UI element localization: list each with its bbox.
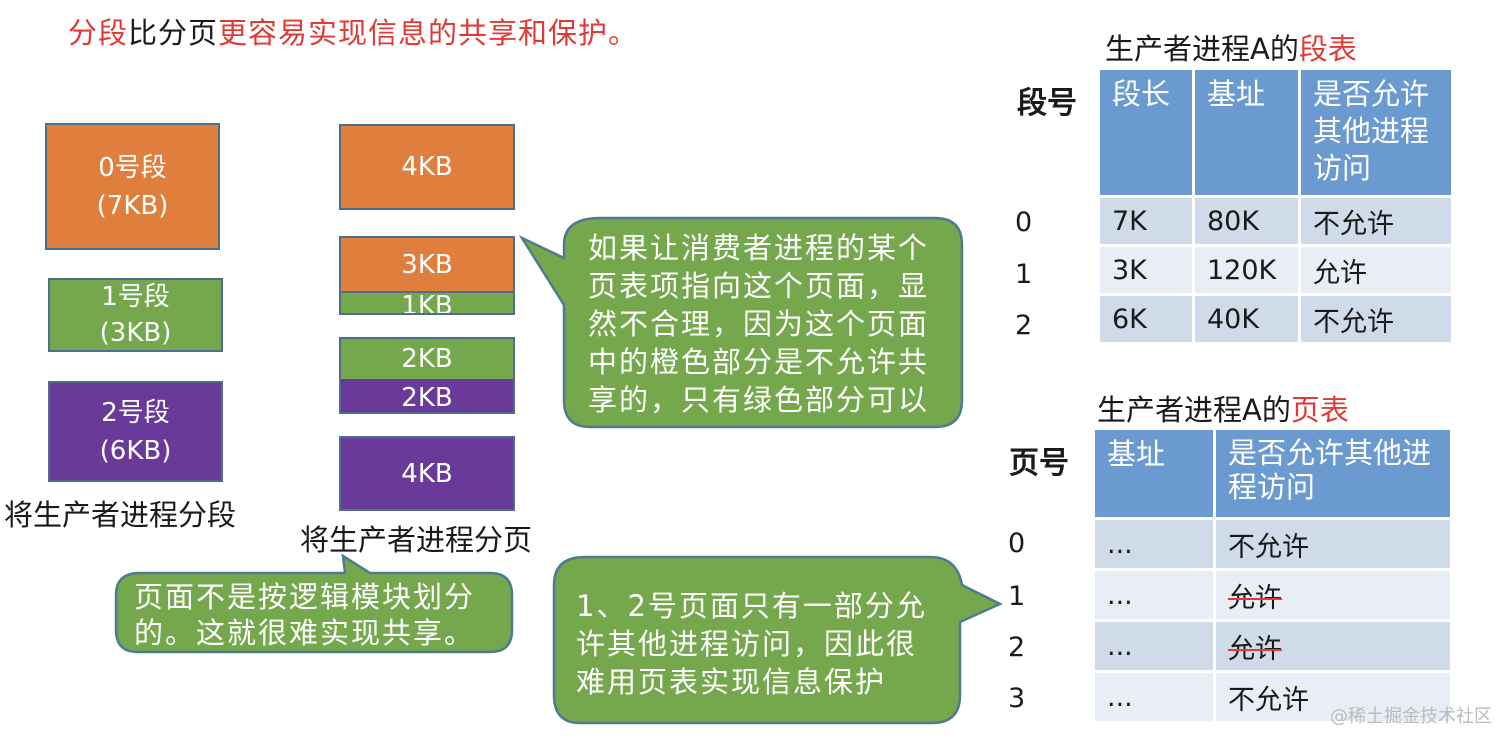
callout-line: 页表项指向这个页面，显 (588, 269, 930, 303)
header-length: 段长 (1100, 70, 1192, 195)
callout-line: 的。这就很难实现共享。 (134, 616, 476, 650)
page-index: 2 (1008, 632, 1026, 663)
callout-line: 许其他进程访问，因此很 (576, 627, 918, 661)
segment-0-block: 0号段 (7KB) (45, 123, 220, 250)
cell-base: 80K (1195, 198, 1298, 244)
callout-line: 中的橙色部分是不允许共 (588, 345, 930, 379)
segment-2-block: 2号段 (6KB) (48, 381, 223, 482)
segment-size: (3KB) (99, 318, 172, 348)
header-access: 是否允许其他进程访问 (1301, 70, 1451, 195)
paging-caption: 将生产者进程分页 (300, 523, 533, 557)
title-part-2: 比分页 (128, 16, 219, 50)
table-row: 7K 80K 不允许 (1100, 198, 1451, 244)
page-index: 3 (1008, 683, 1026, 714)
consumer-callout-text: 如果让消费者进程的某个 页表项指向这个页面，显 然不合理，因为这个页面 中的橙色… (588, 229, 929, 419)
protection-callout-text: 1、2号页面只有一部分允 许其他进程访问，因此很 难用页表实现信息保护 (576, 587, 927, 701)
page-index: 0 (1008, 528, 1026, 559)
cell-access: 允许 (1301, 247, 1451, 293)
cell-base: 40K (1195, 296, 1298, 342)
slide-title: 分段比分页更容易实现信息的共享和保护。 (68, 10, 638, 52)
page-part: 4KB (341, 438, 513, 509)
segment-size: (6KB) (99, 435, 172, 466)
page-table-title-highlight: 页表 (1290, 393, 1349, 427)
page-3-block: 4KB (339, 436, 515, 511)
cell-length: 6K (1100, 296, 1192, 342)
cell-base: 120K (1195, 247, 1298, 293)
page-table: 基址 是否允许其他进程访问 ... 不允许 ... 允许 ... 允许 ... … (1092, 427, 1453, 724)
title-part-1: 分段 (68, 16, 129, 50)
callout-line: 如果让消费者进程的某个 (588, 231, 930, 265)
segment-table: 段长 基址 是否允许其他进程访问 7K 80K 不允许 3K 120K 允许 6… (1097, 67, 1454, 345)
title-part-3: 更容易实现信息的共享和保护。 (218, 16, 639, 50)
pages-logic-callout-text: 页面不是按逻辑模块划分 的。这就很难实现共享。 (134, 579, 475, 651)
page-table-header-row: 基址 是否允许其他进程访问 (1095, 430, 1450, 517)
page-1-block: 3KB 1KB (339, 236, 515, 315)
page-part-orange: 3KB (341, 238, 513, 291)
cell-access-struck: 允许 (1216, 571, 1450, 619)
page-0-block: 4KB (339, 124, 515, 210)
cell-base: ... (1095, 520, 1213, 568)
segment-table-title: 生产者进程A的段表 (1105, 26, 1357, 68)
consumer-callout-bubble (518, 216, 964, 429)
table-row: ... 不允许 (1095, 520, 1450, 568)
table-row: 3K 120K 允许 (1100, 247, 1451, 293)
watermark: @稀土掘金技术社区 (1330, 706, 1492, 727)
page-part-green: 1KB (341, 291, 513, 313)
cell-access: 不允许 (1216, 520, 1450, 568)
cell-access: 不允许 (1301, 296, 1451, 342)
table-row: 6K 40K 不允许 (1100, 296, 1451, 342)
cell-length: 7K (1100, 198, 1192, 244)
page-table-title-prefix: 生产者进程A的 (1097, 393, 1291, 427)
cell-base: ... (1095, 673, 1213, 721)
segment-index: 1 (1015, 259, 1033, 290)
segment-number-header: 段号 (1017, 86, 1077, 121)
segment-label: 0号段 (98, 152, 167, 183)
cell-base: ... (1095, 571, 1213, 619)
page-part-purple: 2KB (341, 379, 513, 412)
segment-label: 1号段 (101, 282, 170, 312)
callout-line: 1、2号页面只有一部分允 (576, 589, 927, 623)
table-row: ... 不允许 (1095, 673, 1450, 721)
segment-index: 0 (1015, 207, 1033, 238)
segment-index: 2 (1015, 310, 1033, 341)
page-index: 1 (1008, 581, 1026, 612)
header-access: 是否允许其他进程访问 (1216, 430, 1450, 517)
segment-table-header-row: 段长 基址 是否允许其他进程访问 (1100, 70, 1451, 195)
callout-line: 享的，只有绿色部分可以 (588, 383, 930, 417)
segment-label: 2号段 (101, 397, 170, 428)
header-base: 基址 (1095, 430, 1213, 517)
callout-line: 难用页表实现信息保护 (576, 665, 887, 699)
cell-length: 3K (1100, 247, 1192, 293)
pages-logic-callout-bubble (114, 553, 514, 654)
segment-size: (7KB) (96, 190, 169, 221)
segment-table-title-highlight: 段表 (1298, 32, 1357, 66)
table-row: ... 允许 (1095, 571, 1450, 619)
page-part-green: 2KB (341, 339, 513, 379)
segment-1-block: 1号段 (3KB) (48, 278, 223, 352)
segmentation-caption: 将生产者进程分段 (4, 498, 237, 532)
cell-access: 不允许 (1216, 673, 1450, 721)
page-number-header: 页号 (1009, 446, 1069, 481)
page-2-block: 2KB 2KB (339, 337, 515, 414)
callout-line: 然不合理，因为这个页面 (588, 307, 930, 341)
protection-callout-bubble (552, 555, 1003, 725)
cell-access: 不允许 (1301, 198, 1451, 244)
header-base: 基址 (1195, 70, 1298, 195)
cell-access-struck: 允许 (1216, 622, 1450, 670)
cell-base: ... (1095, 622, 1213, 670)
table-row: ... 允许 (1095, 622, 1450, 670)
segment-table-title-prefix: 生产者进程A的 (1105, 32, 1299, 66)
page-table-title: 生产者进程A的页表 (1097, 387, 1349, 429)
callout-line: 页面不是按逻辑模块划分 (134, 580, 476, 614)
page-part: 4KB (341, 126, 513, 208)
